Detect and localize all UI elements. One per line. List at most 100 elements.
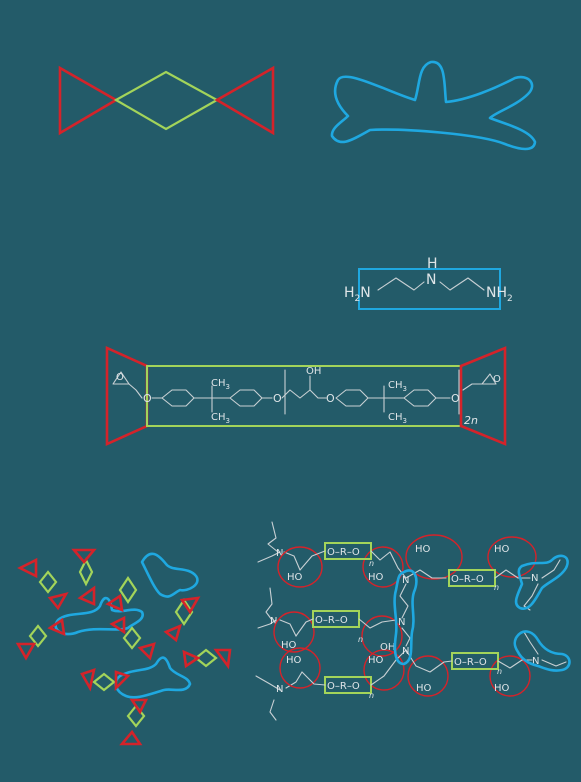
o-label-6: O (493, 374, 501, 385)
chemical-network: N N N HO HO HO HO HO OH (255, 521, 571, 721)
chem-bond (399, 583, 409, 619)
chem-bond (370, 649, 407, 686)
repeat-label: 2n (464, 414, 478, 427)
n-center-2: N (257, 587, 297, 637)
chem-bond (462, 383, 483, 391)
n-label: N (402, 575, 409, 586)
chem-bond (267, 521, 279, 553)
n-sub-label: n (494, 583, 499, 592)
structure-epoxide-right (459, 346, 507, 446)
network-amine-right-1 (514, 554, 569, 610)
chem-bond (265, 587, 273, 621)
network-rhombus (174, 598, 194, 626)
chem-bond (283, 551, 301, 571)
benzene-ring-1 (161, 389, 195, 407)
network-triangle (182, 649, 201, 669)
chem-bond (494, 569, 531, 579)
o-label-2: O (273, 392, 282, 405)
amine-n-label: N (426, 272, 436, 288)
chem-bond (523, 631, 539, 655)
network-rhombus (122, 626, 142, 650)
network-rhombus (28, 624, 48, 648)
o-label-5: O (116, 372, 124, 383)
amine-nh2-label: NH2 (486, 285, 513, 304)
network-amine-3 (114, 656, 192, 699)
n-sub-label: n (497, 667, 502, 676)
ho-label: HO (281, 640, 297, 651)
n-center-1: N (257, 521, 301, 571)
network-triangle (105, 593, 124, 613)
benzene-ring-2 (229, 389, 263, 407)
amine-symbol (330, 60, 537, 151)
network-triangle (17, 557, 38, 579)
chem-bond (541, 659, 567, 667)
network-triangle (77, 585, 96, 606)
network-amine-right-2 (513, 630, 571, 672)
symbolic-network (15, 548, 232, 746)
network-rhombus (118, 576, 138, 604)
network-amine-2 (140, 552, 199, 598)
chem-bond (281, 389, 311, 399)
n-center-3: N (255, 671, 303, 721)
network-amine-1 (54, 596, 144, 636)
n-label: N (398, 617, 405, 628)
repeat-unit-label: O–R–O (454, 657, 487, 668)
network-triangle (129, 698, 149, 715)
ho-label: HO (286, 655, 302, 666)
amine-chain (377, 277, 425, 291)
repeat-unit-label: O–R–O (315, 615, 348, 626)
chem-bond (405, 649, 453, 673)
n-label: N (531, 573, 538, 584)
benzene-ring-4 (403, 389, 437, 407)
chem-bond (295, 618, 314, 637)
network-triangle (47, 617, 66, 637)
network-triangle (47, 591, 69, 611)
ho-ring (279, 647, 321, 689)
ho-ring (363, 649, 405, 691)
chem-bond (405, 569, 447, 579)
repeat-unit-label: O–R–O (327, 547, 360, 558)
n-sub-label: n (358, 635, 363, 644)
ho-ring (489, 655, 531, 697)
chem-bond (370, 550, 407, 579)
network-rhombus (92, 672, 116, 692)
o-label-4: O (451, 392, 460, 405)
amine-structure: H N H2N NH2 (344, 256, 513, 310)
network-triangle (15, 642, 37, 661)
chem-bond (497, 659, 533, 669)
o-label-3: O (326, 392, 335, 405)
ho-label: HO (287, 572, 303, 583)
amine-h2-label: H2N (344, 285, 371, 304)
ho-ring (405, 534, 463, 580)
chem-bond (401, 627, 411, 647)
ho-label: HO (416, 683, 432, 694)
network-triangle (213, 648, 232, 670)
chem-bond (279, 619, 297, 637)
repeat-unit-label: O–R–O (451, 574, 484, 585)
ho-label: HO (368, 572, 384, 583)
ho-ring (362, 546, 404, 588)
n-label: N (276, 684, 283, 695)
ho-label: HO (494, 683, 510, 694)
epoxy-symbol (58, 65, 275, 136)
benzene-ring-3 (335, 389, 369, 407)
ch3-label-4: CH3 (388, 412, 407, 425)
amine-chain-right (439, 277, 485, 291)
ho-ring (273, 611, 315, 653)
ho-ring (407, 655, 449, 697)
ho-label: HO (415, 544, 431, 555)
ho-label: HO (368, 655, 384, 666)
network-triangle (109, 615, 126, 635)
oh-label: OH (380, 642, 395, 653)
network-triangle (71, 548, 97, 565)
n-sub-label: n (369, 691, 374, 700)
chem-bond (299, 550, 326, 571)
chem-bond (358, 618, 397, 629)
network-triangle (163, 623, 183, 643)
network-rhombus (78, 557, 94, 587)
n-label: N (270, 616, 277, 627)
ch3-label-3: CH3 (388, 380, 407, 393)
repeat-unit-label: O–R–O (327, 681, 360, 692)
ch3-label-1: CH3 (211, 378, 230, 391)
